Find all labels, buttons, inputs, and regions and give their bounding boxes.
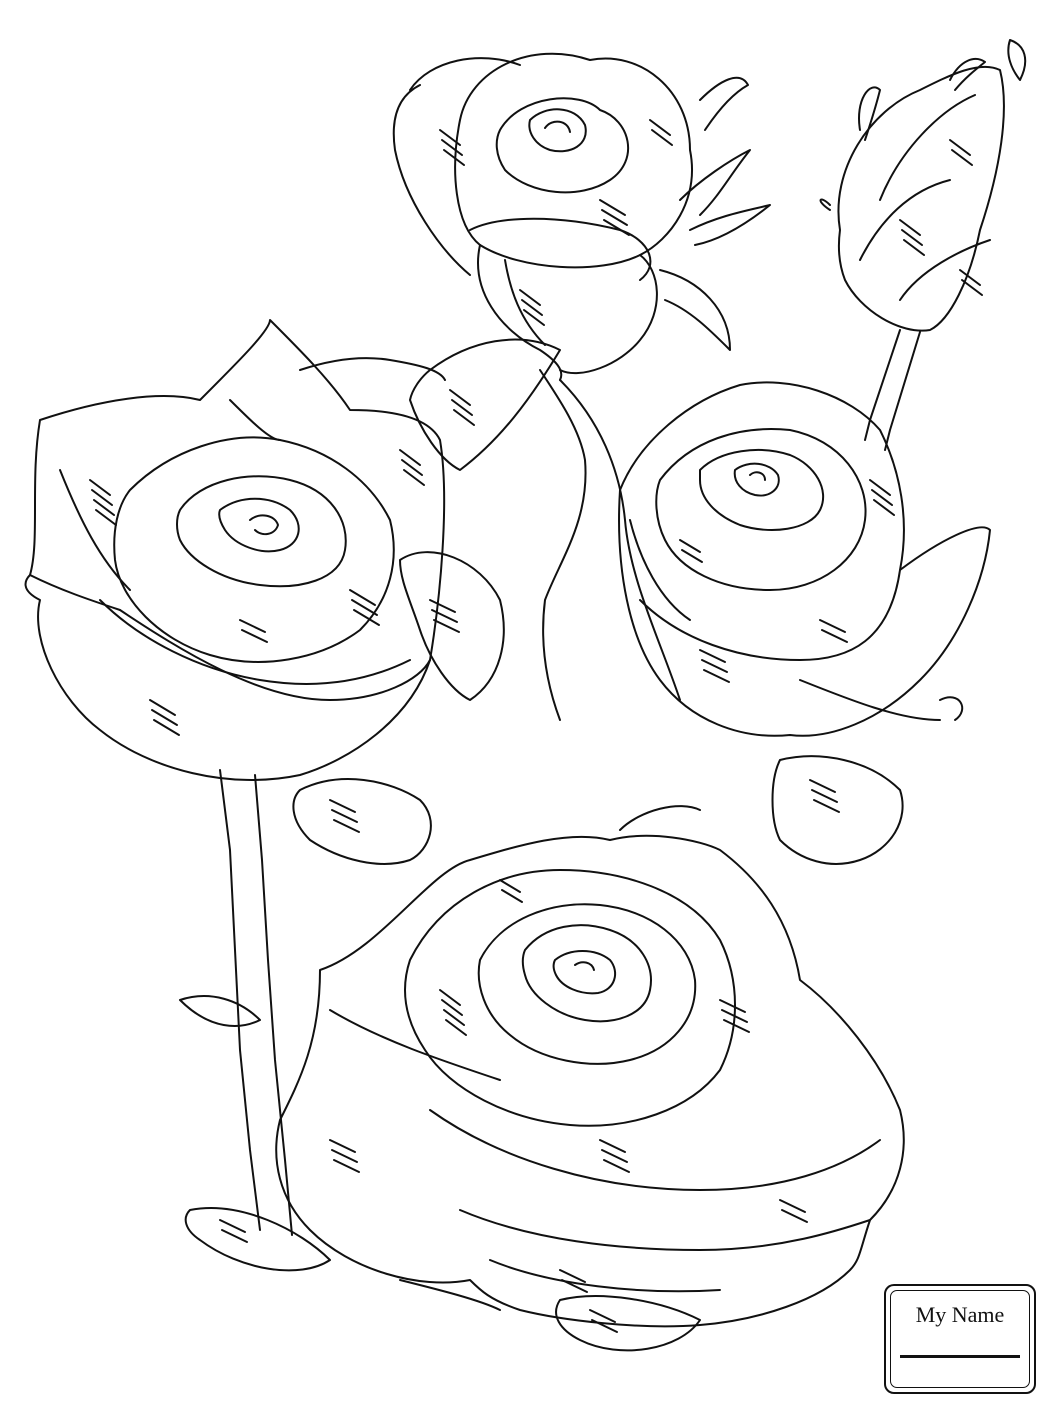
stems-and-leaves <box>179 338 964 1352</box>
name-box: My Name <box>884 1284 1036 1394</box>
bottom-rose <box>275 834 905 1328</box>
rose-bud <box>819 39 1027 451</box>
name-write-line[interactable] <box>900 1355 1020 1358</box>
top-rose-sepals <box>659 76 771 351</box>
left-rose <box>24 319 446 781</box>
name-label: My Name <box>915 1302 1005 1327</box>
right-rose <box>618 381 991 737</box>
name-box-border <box>890 1290 1030 1388</box>
top-rose <box>392 52 693 381</box>
